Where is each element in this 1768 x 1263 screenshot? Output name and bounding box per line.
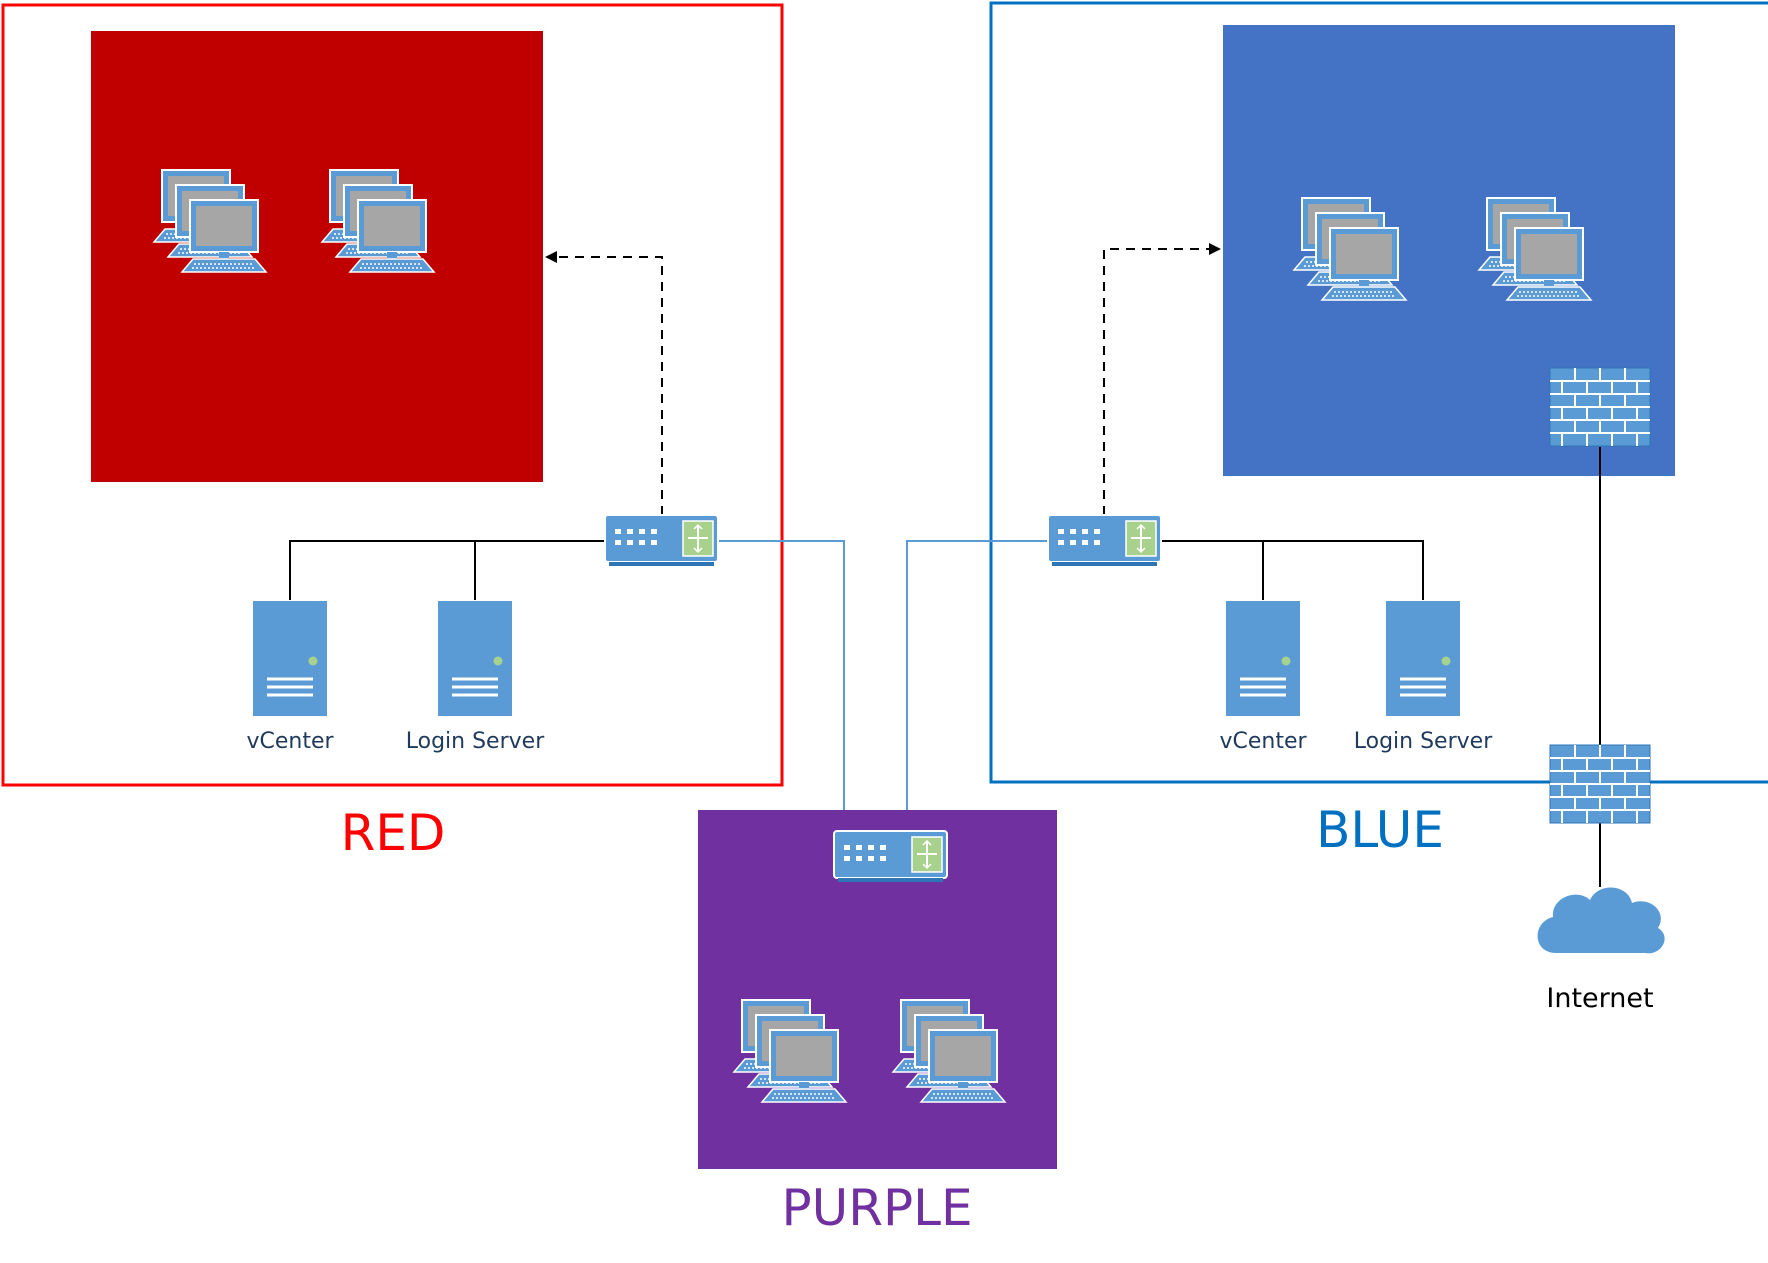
blue-vcenter-server-icon (1224, 599, 1302, 718)
blue-inner-firewall-icon (1549, 367, 1651, 447)
purple-router-icon (833, 830, 948, 883)
blue-zone-title: BLUE (1316, 801, 1444, 859)
red-router-icon (604, 514, 719, 567)
blue-login-server-label: Login Server (1354, 729, 1493, 754)
blue-login-server-icon (1384, 599, 1462, 718)
red-connections (289, 251, 845, 810)
blue-edge-firewall-icon (1549, 744, 1651, 824)
red-vcenter-label: vCenter (246, 729, 334, 754)
red-login-server-icon (436, 599, 514, 718)
blue-zone-border (989, 1, 1768, 784)
red-inner-network (91, 31, 543, 482)
internet-cloud-icon (1537, 887, 1665, 954)
purple-zone-title: PURPLE (781, 1179, 972, 1237)
internet-label: Internet (1546, 983, 1653, 1014)
red-login-server-label: Login Server (406, 729, 545, 754)
blue-connections (906, 243, 1601, 887)
red-zone-border (1, 3, 784, 787)
red-zone-title: RED (341, 804, 446, 862)
red-vcenter-server-icon (251, 599, 329, 718)
blue-vcenter-label: vCenter (1219, 729, 1307, 754)
blue-router-icon (1047, 514, 1162, 567)
